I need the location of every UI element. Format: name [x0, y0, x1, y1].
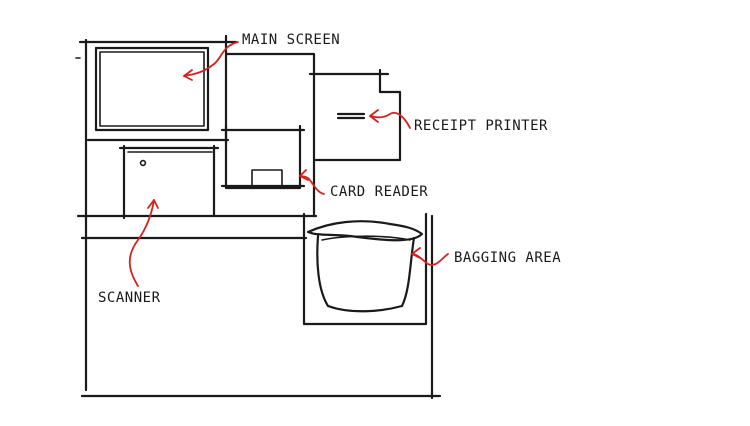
- arrow-receipt-printer: [369, 109, 411, 129]
- card-reader: [220, 124, 306, 190]
- main-screen-unit: [78, 34, 238, 220]
- arrow-bagging-area: [411, 247, 449, 266]
- label-scanner: SCANNER: [98, 290, 161, 306]
- label-card-reader: CARD READER: [330, 184, 428, 200]
- arrow-card-reader: [299, 169, 325, 195]
- console-body: [75, 52, 316, 218]
- label-main-screen: MAIN SCREEN: [242, 32, 340, 48]
- arrow-main-screen: [183, 41, 239, 81]
- receipt-printer: [308, 68, 402, 162]
- counter: [76, 212, 442, 400]
- label-receipt-printer: RECEIPT PRINTER: [414, 118, 548, 134]
- label-bagging-area: BAGGING AREA: [454, 250, 561, 266]
- arrow-scanner: [128, 199, 159, 287]
- bag: [306, 220, 424, 313]
- scanner: [118, 144, 220, 220]
